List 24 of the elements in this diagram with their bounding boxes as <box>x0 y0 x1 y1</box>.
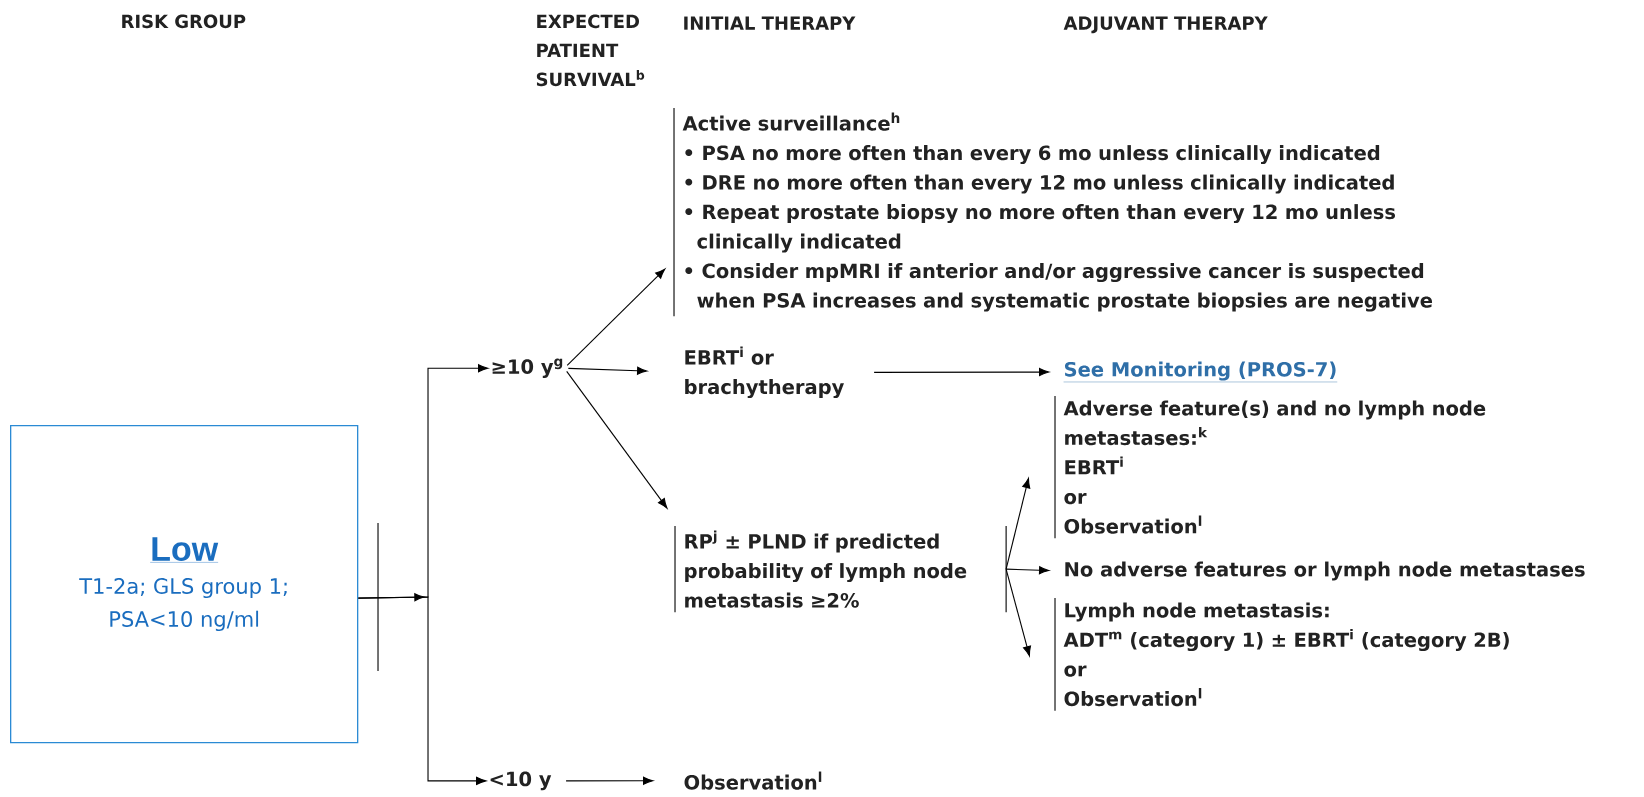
arrow <box>567 366 648 375</box>
therapy-text: Active surveillance$^{h}$ • PSA no more often than every 6 mo unless clinically indicated • DRE no more often than every 12 mo unless clinically indicated • Repeat prostate biopsy no more often than every 12 mo unless clinically indicated • Consider mpMRI if anterior and/or aggressive cancer is suspected when PSA increases and systematic prostate biopsies are negative <box>673 107 1432 317</box>
survival-text: <10 y <box>490 771 552 791</box>
link-text: See Monitoring (PROS-7) <box>1063 361 1338 383</box>
column-heading: INITIAL THERAPY <box>684 16 856 30</box>
therapy-text: No adverse features or lymph node metastases <box>1065 561 1585 581</box>
arrow <box>1005 566 1050 575</box>
arrow <box>1005 477 1031 570</box>
therapy-text: Observation$^{l}$ <box>684 771 822 790</box>
arrow <box>566 268 666 366</box>
therapy-text: RP$^{j}$ ± PLND if predicted probability of lymph node metastasis ≥2% <box>674 525 1007 613</box>
arrow <box>565 776 654 785</box>
therapy-text: EBRT$^{i}$ or brachytherapy <box>685 346 844 399</box>
therapy-text: Lymph node metastasis: ADT$^{m}$ (category 1) ± EBRT$^{i}$ (category 2B) or Observation$^{l}$ <box>1054 597 1509 712</box>
arrow <box>1005 568 1031 657</box>
arrow <box>873 368 1050 377</box>
column-heading: RISK GROUP <box>122 14 246 29</box>
column-heading: ADJUVANT THERAPY <box>1063 16 1268 34</box>
arrow <box>357 596 487 785</box>
arrow <box>566 370 668 509</box>
column-heading: EXPECTED PATIENT SURVIVAL$^{b}$ <box>536 14 645 87</box>
risk-group-box: Low T1-2a; GLS group 1; PSA<10 ng/ml <box>10 425 359 744</box>
survival-text: ≥10 y$^{g}$ <box>492 358 563 378</box>
therapy-text: Adverse feature(s) and no lymph node metastases:$^{k}$ EBRT$^{i}$ or Observation$^{l}$ <box>1054 395 1486 539</box>
